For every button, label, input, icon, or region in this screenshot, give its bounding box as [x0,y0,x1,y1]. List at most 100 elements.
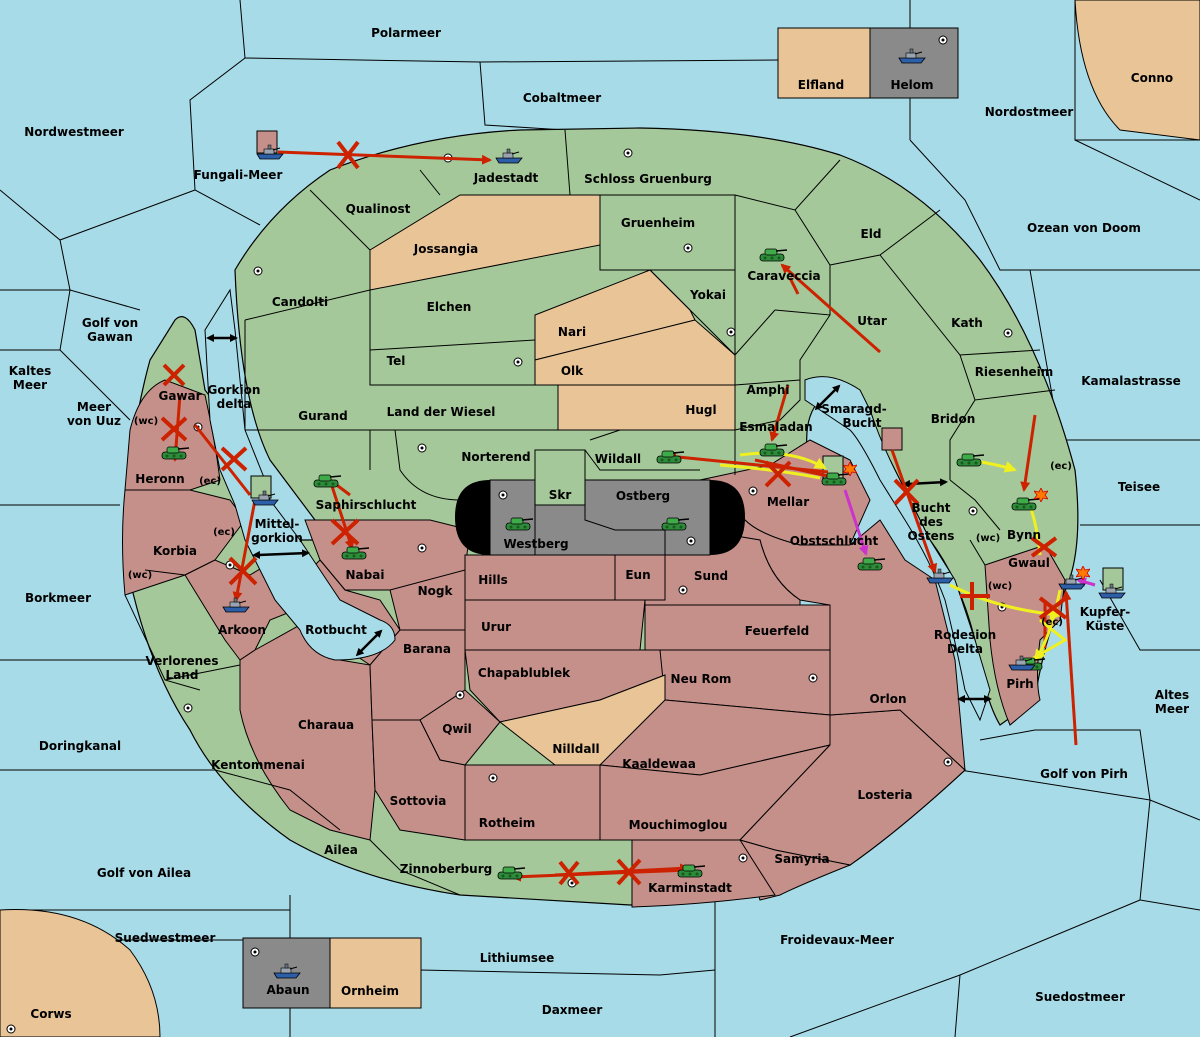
label-obst: Obstschlucht [790,534,879,548]
label-fungali: Fungali-Meer [194,168,283,182]
coast-tag-ec: (ec) [213,527,235,538]
label-rodesion-2: Delta [947,642,983,656]
label-mouchimoglou: Mouchimoglou [629,818,728,832]
label-yokai: Yokai [689,288,726,302]
supply-center-icon [1003,328,1013,338]
region-olk[interactable] [534,319,736,386]
label-candolti: Candolti [272,295,328,309]
sea-smaragd-bucht[interactable] [804,376,991,722]
red-x-icon [330,518,360,546]
supply-center-icon [455,690,465,700]
region-conno[interactable] [1074,0,1200,141]
label-hugl: Hugl [685,403,716,417]
label-barana: Barana [403,642,451,656]
label-karminstadt: Karminstadt [648,881,732,895]
label-kentommenai: Kentommenai [211,758,305,772]
label-heronn: Heronn [135,472,184,486]
region-nilldall[interactable] [498,674,666,766]
red-x-icon [1030,536,1058,558]
supply-center-icon [498,490,508,500]
label-elchen: Elchen [427,300,472,314]
label-conno: Conno [1131,71,1173,85]
label-zinnoberburg: Zinnoberburg [400,862,492,876]
double-arrow-icon [355,629,383,657]
coast-tag-ec: (ec) [199,476,221,487]
label-cobaltmeer: Cobaltmeer [523,91,601,105]
coast-tag-wc: (wc) [128,570,152,581]
label-altes-1: Altes [1155,688,1189,702]
label-kupfer-2: Küste [1086,619,1125,633]
label-eld: Eld [861,227,882,241]
double-arrow-icon [814,384,841,411]
label-teisee: Teisee [1118,480,1160,494]
label-schloss: Schloss Gruenburg [584,172,712,186]
map-labels: Polarmeer Cobaltmeer Nordwestmeer Nordos… [9,26,1189,1021]
supply-center-icon [513,357,523,367]
label-elfland: Elfland [798,78,844,92]
label-suedostmeer: Suedostmeer [1035,990,1125,1004]
label-arkoon: Arkoon [218,623,266,637]
red-x-icon [616,858,642,886]
supply-center-icon [6,1024,16,1034]
label-rotbucht: Rotbucht [305,623,367,637]
coast-tag-ec: (ec) [1050,461,1072,472]
label-gurand: Gurand [298,409,348,423]
label-orlon: Orlon [869,692,906,706]
region-nari[interactable] [534,269,696,361]
label-olk: Olk [561,364,584,378]
supply-center-icon [417,543,427,553]
label-gorkion-1: Gorkion [208,383,261,397]
label-kamala: Kamalastrasse [1081,374,1181,388]
red-x-icon [1038,596,1068,620]
label-bucht-3: Ostens [908,529,955,543]
supply-center-icon [943,757,953,767]
supply-center-icon [726,327,736,337]
region-corws[interactable] [0,909,161,1037]
label-bridon: Bridon [931,412,976,426]
region-ornheim[interactable] [329,937,422,1009]
label-mittel-2: gorkion [251,531,303,545]
region-skr[interactable] [534,449,586,506]
label-saphir: Saphirschlucht [316,498,417,512]
region-elfland[interactable] [777,27,871,99]
green-borders [124,129,1056,907]
label-kath: Kath [951,316,983,330]
supply-center-icon [417,443,427,453]
label-land-wiesel: Land der Wiesel [387,405,496,419]
label-suedwestmeer: Suedwestmeer [115,931,216,945]
label-hills: Hills [478,573,508,587]
label-verlorenes-1: Verlorenes [146,654,219,668]
label-kaltes-2: Meer [13,378,47,392]
label-norterend: Norterend [461,450,530,464]
label-borkmeer: Borkmeer [25,591,91,605]
label-chapa: Chapablublek [478,666,571,680]
label-froidevaux: Froidevaux-Meer [780,933,894,947]
label-golf-gawan-1: Golf von [82,316,138,330]
coast-tag-ec: (ec) [1041,617,1063,628]
label-helom: Helom [890,78,933,92]
central-fortress [455,449,745,556]
label-caraveccia: Caraveccia [747,269,820,283]
label-pirh: Pirh [1006,677,1033,691]
label-bucht-2: des [919,515,943,529]
label-gruenheim: Gruenheim [621,216,695,230]
label-eun: Eun [625,568,650,582]
red-x-icon [160,416,188,442]
red-x-icon [558,860,580,886]
red-x-icon [893,478,920,506]
label-nari: Nari [558,325,586,339]
label-gwaul: Gwaul [1008,556,1050,570]
red-x-icon [162,363,186,387]
label-losteria: Losteria [857,788,912,802]
label-nordostmeer: Nordostmeer [985,105,1074,119]
label-abaun: Abaun [266,983,309,997]
supply-center-icon [738,853,748,863]
label-nilldall: Nilldall [552,742,599,756]
label-doringkanal: Doringkanal [39,739,121,753]
label-golf-ailea: Golf von Ailea [97,866,191,880]
supply-center-icon [686,536,696,546]
label-kaltes-1: Kaltes [9,364,52,378]
label-mittel-1: Mittel- [255,517,300,531]
move-orders [170,150,1078,882]
label-riesenheim: Riesenheim [975,365,1054,379]
